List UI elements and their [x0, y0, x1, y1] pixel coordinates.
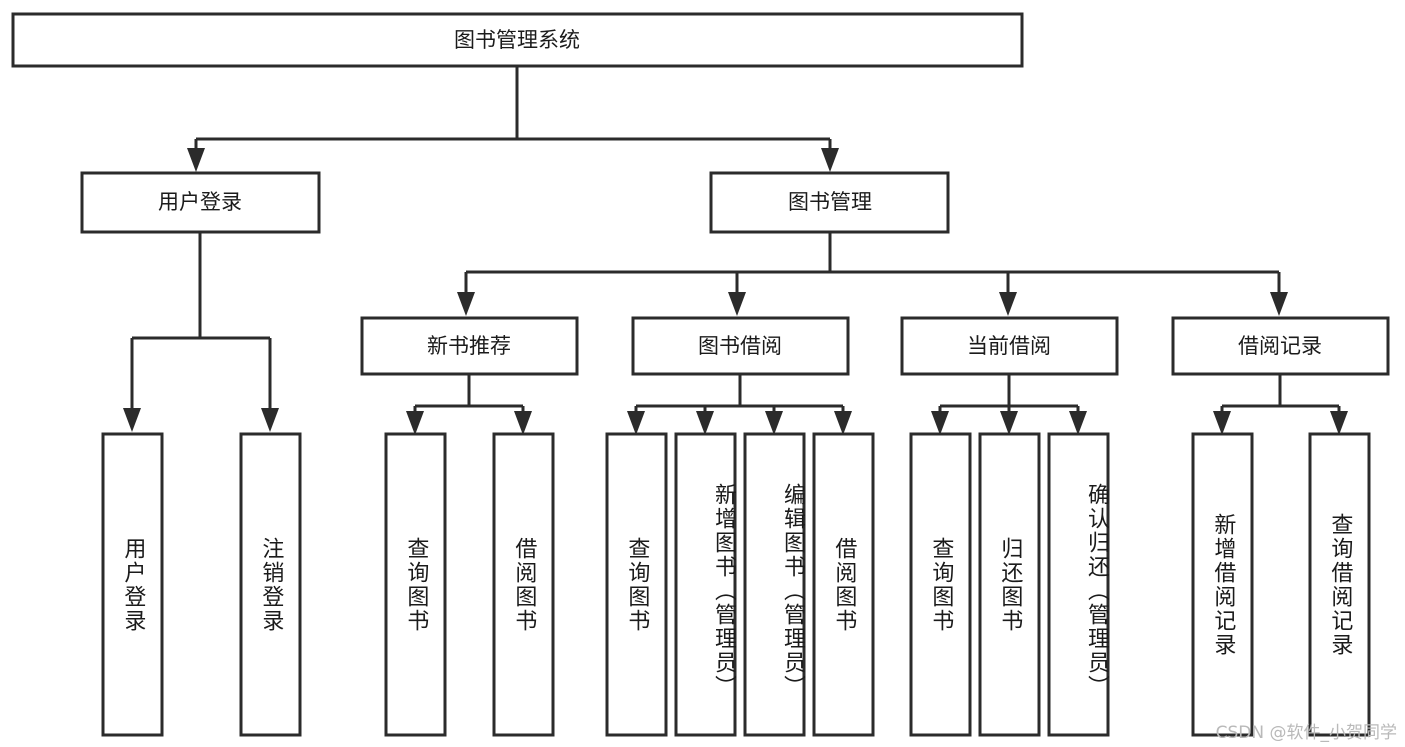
arrow-head-icon	[1270, 292, 1288, 316]
leaf-box-borrow-record-2[interactable]	[1308, 432, 1371, 737]
node-user-login-box[interactable]	[80, 171, 321, 234]
node-book-manage-box[interactable]	[709, 171, 950, 234]
node-book-manage-label: 图书管理	[788, 190, 872, 214]
arrow-head-icon	[187, 148, 205, 172]
arrow-head-icon	[1330, 411, 1348, 435]
arrow-head-icon	[834, 411, 852, 435]
node-book-manage[interactable]: 图书管理	[709, 171, 950, 234]
node-book-borrow-box[interactable]	[631, 316, 850, 376]
arrow-head-icon	[514, 411, 532, 435]
arrow-head-icon	[931, 411, 949, 435]
leaf-box-book-borrow-1[interactable]	[605, 432, 668, 737]
node-book-borrow[interactable]: 图书借阅	[631, 316, 850, 376]
connector-group-book-manage	[457, 232, 1288, 316]
arrow-head-icon	[1213, 411, 1231, 435]
node-borrow-record[interactable]: 借阅记录	[1171, 316, 1390, 376]
arrow-head-icon	[999, 292, 1017, 316]
node-book-borrow-label: 图书借阅	[698, 334, 782, 358]
node-current-borrow-label: 当前借阅	[967, 334, 1051, 358]
node-user-login[interactable]: 用户登录	[80, 171, 321, 234]
connector-group-current-borrow	[931, 374, 1087, 435]
leaf-box-current-borrow-1[interactable]	[909, 432, 972, 737]
leaf-box-user-login-2[interactable]	[239, 432, 302, 737]
arrow-head-icon	[406, 411, 424, 435]
node-root-box[interactable]	[11, 12, 1024, 68]
node-root[interactable]: 图书管理系统	[11, 12, 1024, 68]
connector-group-book-borrow	[627, 374, 852, 435]
node-new-book-recommend-box[interactable]	[360, 316, 579, 376]
arrow-head-icon	[1000, 411, 1018, 435]
leaf-box-new-book-1[interactable]	[384, 432, 447, 737]
leaf-box-book-borrow-2[interactable]	[674, 432, 737, 737]
node-borrow-record-label: 借阅记录	[1238, 334, 1322, 358]
node-root-label: 图书管理系统	[454, 28, 580, 52]
connector-group-new-book	[406, 374, 532, 435]
leaf-box-new-book-2[interactable]	[492, 432, 555, 737]
leaf-box-book-borrow-4[interactable]	[812, 432, 875, 737]
arrow-head-icon	[728, 292, 746, 316]
arrow-head-icon	[821, 148, 839, 172]
connector-group-borrow-record	[1213, 374, 1348, 435]
arrow-head-icon	[261, 408, 279, 432]
leaf-box-borrow-record-1[interactable]	[1191, 432, 1254, 737]
connector-group-root	[187, 66, 839, 172]
node-user-login-label: 用户登录	[158, 190, 242, 214]
arrow-head-icon	[123, 408, 141, 432]
leaf-box-book-borrow-3[interactable]	[743, 432, 806, 737]
arrow-head-icon	[696, 411, 714, 435]
node-new-book-recommend[interactable]: 新书推荐	[360, 316, 579, 376]
node-new-book-recommend-label: 新书推荐	[427, 334, 511, 358]
csdn-watermark: CSDN @软件_小贺同学	[1215, 723, 1397, 743]
node-current-borrow-box[interactable]	[900, 316, 1119, 376]
node-current-borrow[interactable]: 当前借阅	[900, 316, 1119, 376]
leaf-box-current-borrow-2[interactable]	[978, 432, 1041, 737]
leaf-box-current-borrow-3[interactable]	[1047, 432, 1110, 737]
leaf-box-user-login-1[interactable]	[101, 432, 164, 737]
arrow-head-icon	[627, 411, 645, 435]
arrow-head-icon	[1069, 411, 1087, 435]
connector-group-user-login	[123, 232, 279, 432]
arrow-head-icon	[457, 292, 475, 316]
arrow-head-icon	[765, 411, 783, 435]
node-borrow-record-box[interactable]	[1171, 316, 1390, 376]
